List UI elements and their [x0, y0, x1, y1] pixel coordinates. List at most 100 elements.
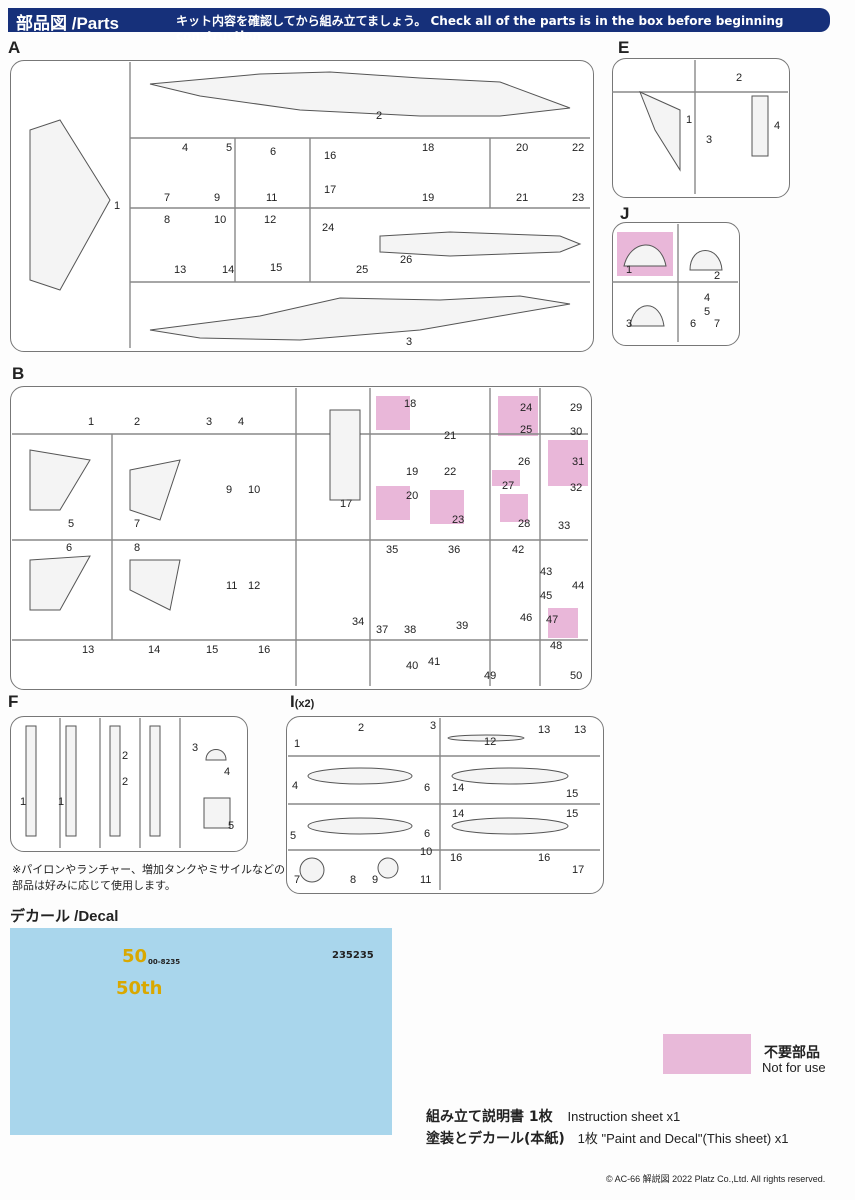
part-number-b-29: 29 — [570, 402, 583, 414]
part-number-b-49: 49 — [484, 670, 497, 682]
page-title: 部品図 /Parts — [16, 14, 119, 33]
part-number-b-37: 37 — [376, 624, 389, 636]
part-number-a-4: 4 — [182, 142, 189, 154]
decal-anniversary-50th: 50th — [116, 978, 163, 999]
part-number-j-7: 7 — [714, 318, 721, 330]
part-number-b-23: 23 — [452, 514, 465, 526]
decal-heading: デカール /Decal — [10, 908, 119, 925]
unused-part-b20 — [376, 486, 410, 520]
part-number-b-5: 5 — [68, 518, 75, 530]
part-number-b-28: 28 — [518, 518, 531, 530]
section-j-label: J — [620, 204, 630, 223]
section-i-letter: I — [290, 692, 295, 711]
part-number-b-18: 18 — [404, 398, 417, 410]
part-number-b-10: 10 — [248, 484, 261, 496]
legend-label-jp: 不要部品 — [764, 1045, 820, 1061]
part-number-a-22: 22 — [572, 142, 585, 154]
part-number-b-31: 31 — [572, 456, 585, 468]
part-number-a-12: 12 — [264, 214, 277, 226]
part-number-i-17: 17 — [572, 864, 585, 876]
instruction-sheet-en: Instruction sheet x1 — [567, 1109, 681, 1124]
part-number-j-1: 1 — [626, 264, 633, 276]
decal-code-008235: 00-8235 — [148, 958, 181, 966]
unused-part-b27 — [492, 470, 520, 486]
part-number-a-7: 7 — [164, 192, 171, 204]
part-number-b-32: 32 — [570, 482, 583, 494]
part-number-a-15: 15 — [270, 262, 283, 274]
part-number-i-1: 1 — [294, 738, 301, 750]
part-number-b-9: 9 — [226, 484, 233, 496]
part-number-f-1: 1 — [20, 796, 27, 808]
part-number-a-26: 26 — [400, 254, 413, 266]
part-number-b-8: 8 — [134, 542, 141, 554]
part-number-i-3: 3 — [430, 720, 437, 732]
part-number-i-9: 9 — [372, 874, 379, 886]
not-for-use-swatch — [663, 1034, 751, 1074]
part-number-a-11: 11 — [266, 192, 278, 204]
part-number-b-25: 25 — [520, 424, 533, 436]
part-number-a-20: 20 — [516, 142, 529, 154]
part-number-b-34: 34 — [352, 616, 365, 628]
part-number-b-15: 15 — [206, 644, 219, 656]
part-number-a-23: 23 — [572, 192, 585, 204]
part-number-a-1: 1 — [114, 200, 121, 212]
part-number-i-12: 12 — [484, 736, 497, 748]
part-number-b-17: 17 — [340, 498, 353, 510]
part-number-b-38: 38 — [404, 624, 417, 636]
legend-label-en: Not for use — [762, 1060, 826, 1075]
decal-anniversary-50: 50 — [122, 946, 148, 967]
part-number-b-4: 4 — [238, 416, 245, 428]
part-number-b-12: 12 — [248, 580, 261, 592]
part-number-b-24: 24 — [520, 402, 533, 414]
part-number-a-21: 21 — [516, 192, 529, 204]
part-number-a-17: 17 — [324, 184, 337, 196]
footnote-line-2: 部品は好みに応じて使用します。 — [12, 879, 176, 892]
decal-code-235235: 235235 — [332, 950, 374, 961]
part-number-b-33: 33 — [558, 520, 571, 532]
part-number-a-5: 5 — [226, 142, 233, 154]
header-note: キット内容を確認してから組み立てましょう。 Check all of the p… — [176, 14, 784, 43]
part-number-b-11: 11 — [226, 580, 238, 592]
part-number-a-8: 8 — [164, 214, 171, 226]
instruction-sheet-line: 組み立て説明書 1枚 Instruction sheet x1 — [426, 1106, 680, 1126]
part-number-i-6: 6 — [424, 782, 431, 794]
part-number-i-13: 13 — [538, 724, 551, 736]
sprue-f-frame — [10, 716, 248, 852]
section-e-label: E — [618, 38, 630, 57]
part-number-i-16: 16 — [538, 852, 551, 864]
part-number-i-14: 14 — [452, 808, 465, 820]
paint-decal-sheet-line: 塗装とデカール(本紙) 1枚 "Paint and Decal"(This sh… — [426, 1128, 789, 1148]
part-number-i-8: 8 — [350, 874, 357, 886]
part-number-a-24: 24 — [322, 222, 335, 234]
part-number-b-50: 50 — [570, 670, 583, 682]
part-number-a-9: 9 — [214, 192, 221, 204]
section-a-label: A — [8, 38, 21, 57]
part-number-b-16: 16 — [258, 644, 271, 656]
part-number-b-20: 20 — [406, 490, 419, 502]
part-number-b-36: 36 — [448, 544, 461, 556]
part-number-a-18: 18 — [422, 142, 435, 154]
decal-sheet: 235235 00-8235 50 50th — [10, 928, 392, 1135]
section-f-label: F — [8, 692, 19, 711]
paint-decal-en: 1枚 "Paint and Decal"(This sheet) x1 — [577, 1131, 789, 1146]
part-number-b-39: 39 — [456, 620, 469, 632]
part-number-b-2: 2 — [134, 416, 141, 428]
part-number-i-2: 2 — [358, 722, 365, 734]
part-number-b-41: 41 — [428, 656, 441, 668]
part-number-i-15: 15 — [566, 808, 579, 820]
unused-part-b28 — [500, 494, 528, 522]
part-number-b-48: 48 — [550, 640, 563, 652]
part-number-b-43: 43 — [540, 566, 553, 578]
unused-part-b47 — [548, 608, 578, 638]
instruction-sheet-jp: 組み立て説明書 1枚 — [426, 1109, 553, 1125]
part-number-i-5: 5 — [290, 830, 297, 842]
part-number-a-3: 3 — [406, 336, 413, 348]
usage-footnote: ※パイロンやランチャー、増加タンクやミサイルなどの 部品は好みに応じて使用します… — [12, 862, 285, 894]
part-number-b-42: 42 — [512, 544, 525, 556]
part-number-j-6: 6 — [690, 318, 697, 330]
part-number-i-10: 10 — [420, 846, 433, 858]
copyright-notice: © AC-66 解説図 2022 Platz Co.,Ltd. All righ… — [606, 1174, 826, 1184]
part-number-i-4: 4 — [292, 780, 299, 792]
part-number-b-26: 26 — [518, 456, 531, 468]
part-number-f-2: 2 — [122, 776, 129, 788]
